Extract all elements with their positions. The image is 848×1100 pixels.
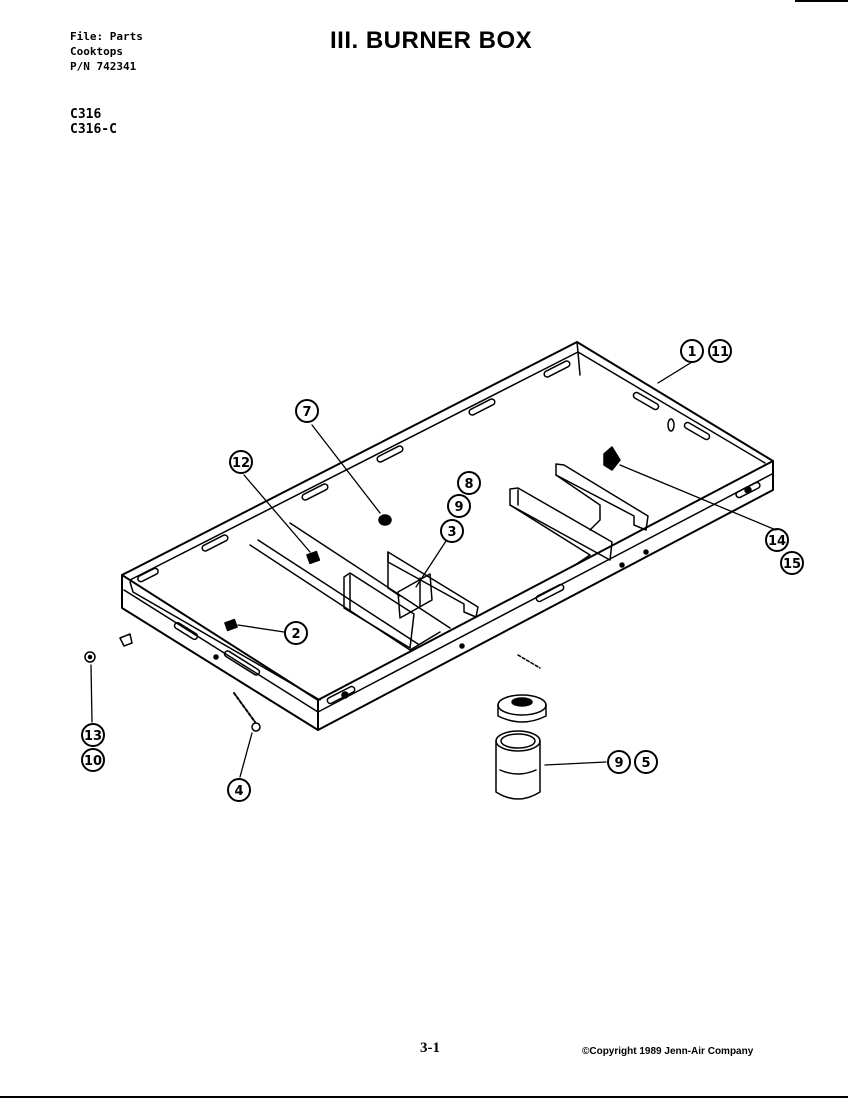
- callout-9-top: 9: [454, 500, 463, 515]
- callout-14: 14: [768, 534, 786, 549]
- page-title: III. BURNER BOX: [330, 27, 533, 54]
- callout-11: 11: [711, 345, 729, 360]
- callout-1: 1: [687, 345, 696, 360]
- callout-leaders: [90, 361, 777, 778]
- bottom-edge-rule: [0, 1096, 848, 1098]
- callout-bubbles: [81, 339, 804, 802]
- burner-box-tray: [121, 341, 774, 731]
- page-number: 3-1: [420, 1040, 440, 1056]
- model-c316-c: C316-C: [70, 122, 117, 137]
- copyright-notice: ©Copyright 1989 Jenn-Air Company: [582, 1046, 754, 1057]
- callout-4: 4: [234, 784, 243, 799]
- model-c316: C316: [70, 107, 102, 122]
- top-edge-rule: [795, 0, 848, 2]
- model-list: C316 C316-C: [70, 107, 117, 137]
- callout-7: 7: [302, 405, 311, 420]
- callout-13: 13: [84, 729, 102, 744]
- burner-channels: [249, 463, 649, 651]
- callout-5: 5: [641, 756, 650, 771]
- category-line: Cooktops: [70, 45, 123, 58]
- callout-10: 10: [84, 754, 102, 769]
- callout-2: 2: [291, 627, 300, 642]
- callout-12: 12: [232, 456, 250, 471]
- file-info: File: Parts Cooktops P/N 742341: [70, 29, 143, 74]
- callout-15: 15: [783, 557, 801, 572]
- callout-8: 8: [464, 477, 473, 492]
- file-line: File: Parts: [70, 30, 143, 43]
- part-number-line: P/N 742341: [70, 60, 137, 73]
- callout-3: 3: [447, 525, 456, 540]
- callout-9-bottom: 9: [614, 756, 623, 771]
- hardware-parts: [84, 446, 621, 800]
